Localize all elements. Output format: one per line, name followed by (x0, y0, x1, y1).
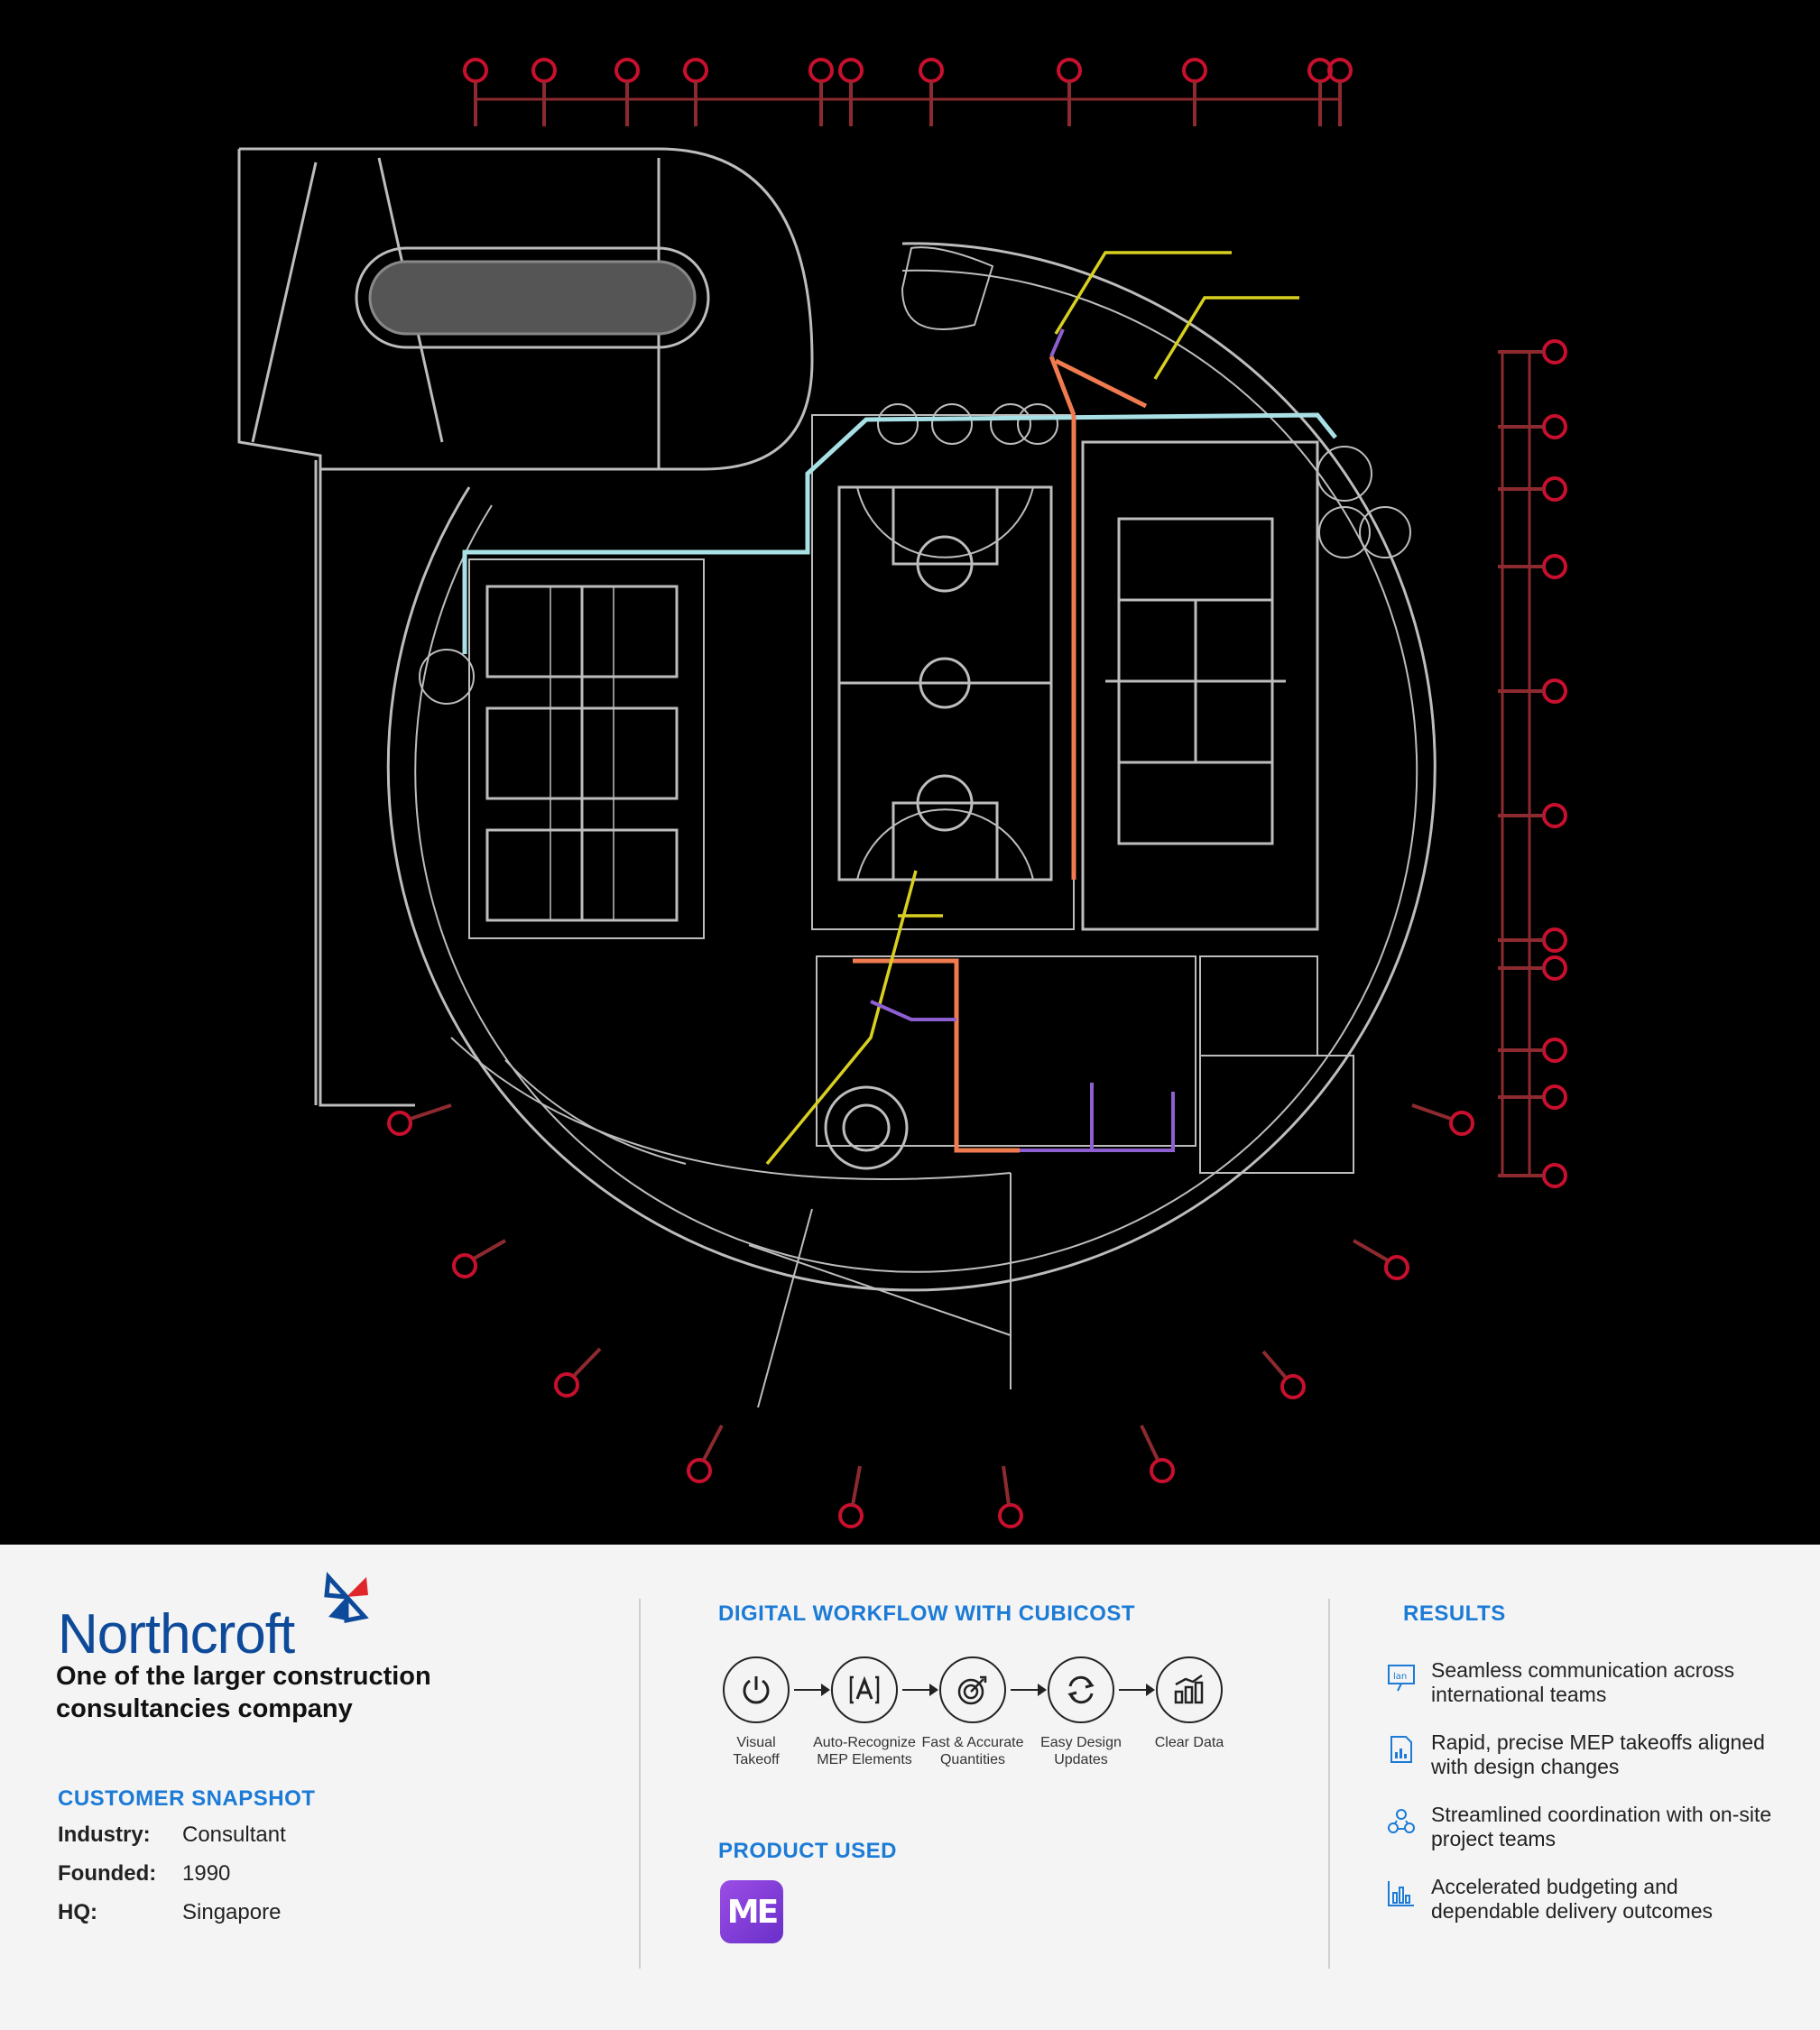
northcroft-logo: Northcroft (58, 1570, 401, 1678)
svg-text:lan: lan (1393, 1672, 1407, 1682)
pipe-run-yellow (765, 251, 1299, 1166)
presentation-icon: lan (1388, 1665, 1415, 1692)
grid-markers-radial (387, 1103, 1474, 1528)
case-study-info-panel (0, 1545, 1820, 2030)
workflow-arrow (1119, 1684, 1155, 1696)
pipe-run-purple (870, 328, 1175, 1152)
team-icon (1388, 1809, 1415, 1833)
grid-markers-right (1498, 339, 1567, 1188)
auto-recognize-icon (849, 1675, 880, 1704)
company-tagline: One of the larger construction consultan… (56, 1662, 431, 1723)
brand-name: Northcroft (58, 1603, 295, 1666)
parking-oval (355, 246, 710, 349)
document-chart-icon (1390, 1736, 1412, 1763)
workflow-arrow (794, 1684, 830, 1696)
snapshot-title: CUSTOMER SNAPSHOT (58, 1786, 316, 1811)
power-icon (743, 1676, 770, 1704)
target-icon (957, 1675, 987, 1705)
workflow-arrow (902, 1684, 938, 1696)
product-title: PRODUCT USED (718, 1839, 898, 1863)
tennis-court (1081, 440, 1319, 931)
results-title: RESULTS (1403, 1601, 1506, 1626)
snapshot-row-industry: Industry:Consultant (58, 1822, 286, 1847)
column-divider (639, 1599, 641, 1969)
workflow-title: DIGITAL WORKFLOW WITH CUBICOST (718, 1601, 1136, 1626)
flower-logo-icon (324, 1572, 369, 1624)
duct-run-cyan (462, 412, 1337, 654)
me-product-badge[interactable]: ME (720, 1880, 783, 1943)
bar-chart-icon (1174, 1674, 1204, 1704)
snapshot-row-hq: HQ:Singapore (58, 1900, 282, 1924)
floor-plan-drawing (237, 58, 1567, 1528)
grid-markers-top (463, 58, 1353, 126)
budget-chart-icon (1388, 1881, 1414, 1906)
workflow-step-clear-data: Clear Data (1126, 1656, 1252, 1751)
column-divider (1328, 1599, 1330, 1969)
cad-floor-plan (0, 0, 1820, 1545)
pipe-run-orange (853, 355, 1148, 1153)
workflow-arrow (1011, 1684, 1047, 1696)
snapshot-row-founded: Founded:1990 (58, 1861, 231, 1886)
building-outline (386, 242, 1437, 1292)
refresh-icon (1067, 1675, 1095, 1704)
